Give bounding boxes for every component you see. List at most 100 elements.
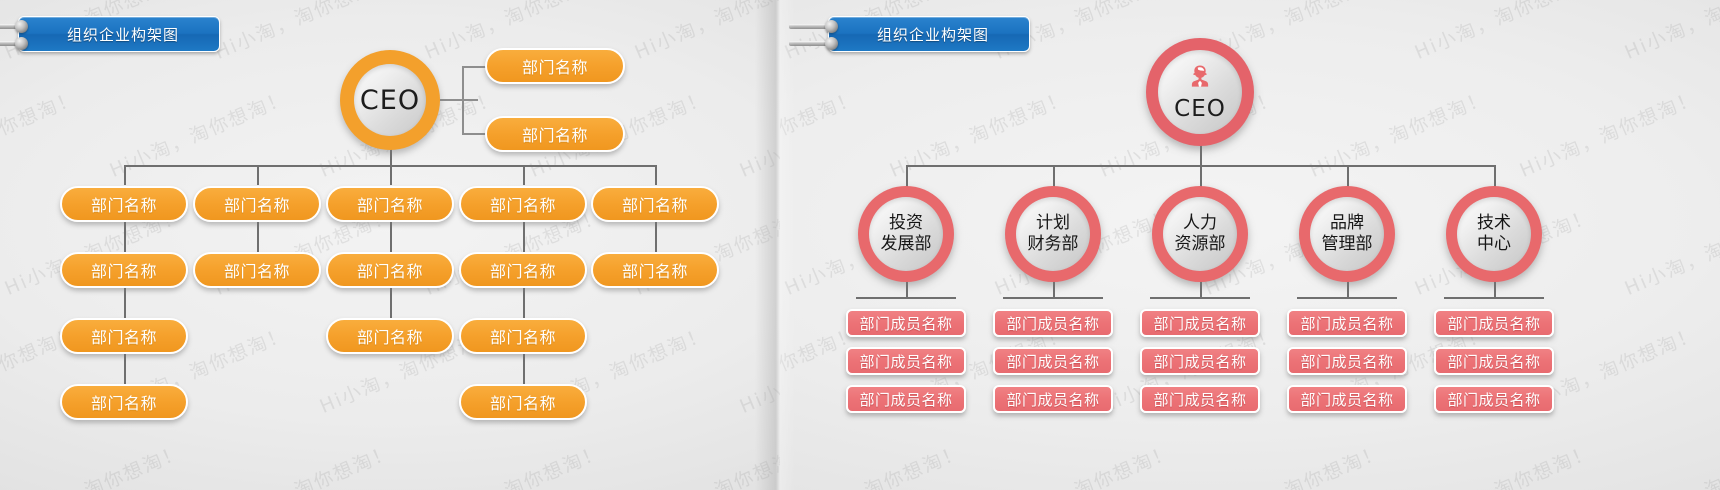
- member-box-d3-m1[interactable]: 部门成员名称: [1140, 309, 1260, 337]
- watermark-text: Hi小淘，淘你想淘！: [1, 440, 187, 490]
- connector: [257, 222, 259, 253]
- dept-pill-r4c4[interactable]: 部门名称: [459, 384, 587, 420]
- connector: [1444, 297, 1544, 299]
- watermark-text: Hi小淘，淘你想淘！: [1621, 440, 1720, 490]
- dept-pill-side-2[interactable]: 部门名称: [485, 116, 625, 152]
- connector: [124, 288, 126, 319]
- watermark-text: Hi小淘，淘你想淘！: [1621, 0, 1720, 64]
- connector: [1200, 272, 1202, 298]
- ceo-node-right[interactable]: CEO: [1146, 38, 1254, 146]
- member-box-d3-m2[interactable]: 部门成员名称: [1140, 347, 1260, 375]
- connector: [1150, 297, 1250, 299]
- dept-circle-5[interactable]: 技术 中心: [1446, 186, 1542, 282]
- dept-pill-r1c3[interactable]: 部门名称: [326, 186, 454, 222]
- dept-pill-r2c2[interactable]: 部门名称: [193, 252, 321, 288]
- dept-circle-label: 计划 财务部: [1027, 213, 1079, 254]
- watermark-text: Hi小淘，淘你想淘！: [631, 0, 780, 64]
- dept-circle-3[interactable]: 人力 资源部: [1152, 186, 1248, 282]
- dept-pill-r3c4[interactable]: 部门名称: [459, 318, 587, 354]
- connector: [390, 222, 392, 253]
- connector: [257, 165, 259, 185]
- connector: [1494, 165, 1496, 187]
- connector: [1053, 165, 1055, 187]
- dept-pill-r3c3[interactable]: 部门名称: [326, 318, 454, 354]
- member-box-d2-m2[interactable]: 部门成员名称: [993, 347, 1113, 375]
- dept-pill-r3c1[interactable]: 部门名称: [60, 318, 188, 354]
- watermark-text: Hi小淘，淘你想淘！: [421, 440, 607, 490]
- binder-rings-icon: [789, 20, 851, 50]
- dept-circle-label: 品牌 管理部: [1321, 213, 1373, 254]
- member-box-d4-m1[interactable]: 部门成员名称: [1287, 309, 1407, 337]
- dept-pill-r2c5[interactable]: 部门名称: [591, 252, 719, 288]
- connector: [390, 288, 392, 319]
- member-box-d4-m3[interactable]: 部门成员名称: [1287, 385, 1407, 413]
- dept-pill-r2c1[interactable]: 部门名称: [60, 252, 188, 288]
- member-box-d1-m3[interactable]: 部门成员名称: [846, 385, 966, 413]
- ceo-node-left[interactable]: CEO: [340, 50, 440, 150]
- member-box-d5-m2[interactable]: 部门成员名称: [1434, 347, 1554, 375]
- watermark-text: Hi小淘，淘你想淘！: [736, 322, 780, 418]
- member-box-d2-m3[interactable]: 部门成员名称: [993, 385, 1113, 413]
- dept-pill-side-1[interactable]: 部门名称: [485, 48, 625, 84]
- title-plate: 组织企业构架图: [0, 16, 220, 52]
- member-box-d1-m1[interactable]: 部门成员名称: [846, 309, 966, 337]
- dept-circle-label: 技术 中心: [1477, 213, 1511, 254]
- watermark-text: Hi小淘，淘你想淘！: [1411, 440, 1597, 490]
- connector: [390, 142, 392, 166]
- dept-circle-label: 投资 发展部: [880, 213, 932, 254]
- watermark-text: Hi小淘，淘你想淘！: [1516, 86, 1702, 182]
- connector: [462, 66, 486, 68]
- watermark-text: Hi小淘，淘你想淘！: [106, 86, 292, 182]
- watermark-text: Hi小淘，淘你想淘！: [781, 440, 967, 490]
- ceo-label: CEO: [359, 84, 421, 116]
- connector: [124, 222, 126, 253]
- dept-circle-2[interactable]: 计划 财务部: [1005, 186, 1101, 282]
- connector: [390, 165, 392, 185]
- dept-pill-r1c1[interactable]: 部门名称: [60, 186, 188, 222]
- dept-pill-r2c3[interactable]: 部门名称: [326, 252, 454, 288]
- connector: [906, 165, 908, 187]
- dept-pill-r1c4[interactable]: 部门名称: [459, 186, 587, 222]
- dept-pill-r1c5[interactable]: 部门名称: [591, 186, 719, 222]
- slide-left-titlebar: 组织企业构架图: [0, 16, 220, 52]
- member-box-d5-m1[interactable]: 部门成员名称: [1434, 309, 1554, 337]
- member-box-d2-m1[interactable]: 部门成员名称: [993, 309, 1113, 337]
- dept-pill-r2c4[interactable]: 部门名称: [459, 252, 587, 288]
- member-box-d1-m2[interactable]: 部门成员名称: [846, 347, 966, 375]
- ceo-node-inner: CEO: [354, 64, 426, 136]
- slide-right: Hi小淘，淘你想淘！Hi小淘，淘你想淘！Hi小淘，淘你想淘！Hi小淘，淘你想淘！…: [780, 0, 1720, 490]
- ceo-node-inner: CEO: [1158, 50, 1242, 134]
- connector: [1494, 272, 1496, 298]
- connector: [440, 99, 478, 101]
- watermark-text: Hi小淘，淘你想淘！: [631, 440, 780, 490]
- watermark-text: Hi小淘，淘你想淘！: [211, 440, 397, 490]
- connector: [655, 165, 657, 185]
- connector: [856, 297, 956, 299]
- ceo-label: CEO: [1174, 95, 1226, 122]
- dept-circle-4[interactable]: 品牌 管理部: [1299, 186, 1395, 282]
- page-title: 组织企业构架图: [67, 25, 180, 44]
- member-box-d4-m2[interactable]: 部门成员名称: [1287, 347, 1407, 375]
- connector: [462, 66, 464, 133]
- connector: [523, 165, 525, 185]
- dept-pill-r4c1[interactable]: 部门名称: [60, 384, 188, 420]
- connector: [1347, 165, 1349, 187]
- member-box-d3-m3[interactable]: 部门成员名称: [1140, 385, 1260, 413]
- dept-pill-r1c2[interactable]: 部门名称: [193, 186, 321, 222]
- connector: [655, 222, 657, 253]
- dept-circle-1[interactable]: 投资 发展部: [858, 186, 954, 282]
- watermark-text: Hi小淘，淘你想淘！: [780, 86, 862, 182]
- connector: [1297, 297, 1397, 299]
- connector: [906, 272, 908, 298]
- connector: [1003, 297, 1103, 299]
- member-box-d5-m3[interactable]: 部门成员名称: [1434, 385, 1554, 413]
- watermark-text: Hi小淘，淘你想淘！: [991, 440, 1177, 490]
- connector: [1200, 165, 1202, 187]
- watermark-text: Hi小淘，淘你想淘！: [1306, 86, 1492, 182]
- connector: [1053, 272, 1055, 298]
- connector: [1200, 142, 1202, 166]
- connector: [462, 133, 486, 135]
- dept-circle-label: 人力 资源部: [1174, 213, 1226, 254]
- watermark-text: Hi小淘，淘你想淘！: [1201, 440, 1387, 490]
